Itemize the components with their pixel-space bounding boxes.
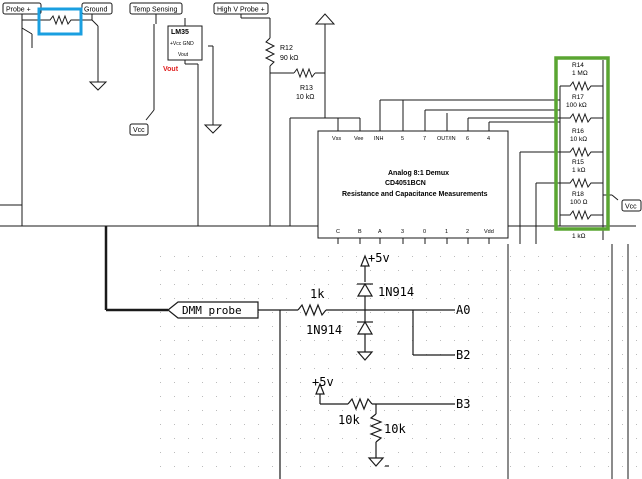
ground-symbol-1	[88, 81, 108, 91]
r13-value: 10 kΩ	[296, 94, 314, 101]
resistor-r13	[293, 67, 316, 79]
r18-name: R18	[572, 191, 584, 198]
r14-name: R14	[572, 62, 584, 69]
demux-part: CD4051BCN	[385, 180, 426, 187]
resistor-1k	[297, 303, 327, 317]
supply-arrow-top	[314, 13, 336, 25]
resistor-10k-bottom	[369, 413, 383, 443]
r18-value: 100 Ω	[570, 199, 588, 206]
demux-pin-7: 7	[423, 136, 426, 142]
dmm-probe-label: DMM probe	[182, 304, 242, 317]
resistor-r12	[264, 37, 276, 67]
probe-plus-label: Probe +	[6, 7, 31, 14]
r12-value: 90 kΩ	[280, 55, 298, 62]
r15-value: 1 kΩ	[572, 167, 586, 174]
ground-symbol-2	[203, 124, 223, 134]
lm35-vout-label: Vout	[163, 66, 179, 73]
r15-name: R15	[572, 159, 584, 166]
vcc-left-port[interactable]	[129, 123, 149, 136]
demux-pin-1: 1	[445, 229, 448, 235]
diode-bottom-label: 1N914	[306, 323, 342, 337]
demux-pin-6: 6	[466, 136, 469, 142]
diode-1n914-top	[356, 282, 374, 297]
bottom-schematic: DMM probe 1k A0 +5v 1N914 1N914 B2	[104, 226, 470, 479]
r-1k-label: 1k	[310, 287, 325, 301]
demux-pin-2: 2	[466, 229, 469, 235]
diode-1n914-bottom	[356, 320, 374, 335]
r-10k-top-label: 10k	[338, 413, 360, 427]
ladder-highlight-box	[554, 56, 610, 231]
r-10k-bottom-label: 10k	[384, 422, 406, 436]
lm35-name: LM35	[171, 29, 189, 36]
demux-pin-vdd: Vdd	[484, 229, 494, 235]
demux-pin-b: B	[358, 229, 362, 235]
r17-value: 100 kΩ	[566, 102, 587, 109]
demux-pin-inh: INH	[374, 136, 384, 142]
lm35-vout-pin: Vout	[178, 52, 189, 58]
diode-top-label: 1N914	[378, 285, 414, 299]
demux-title: Analog 8:1 Demux	[388, 170, 449, 177]
probe-highlight-box	[37, 7, 83, 36]
vcc-right-port[interactable]	[621, 199, 642, 212]
demux-pin-vss: Vss	[332, 136, 341, 142]
r16-value: 10 kΩ	[570, 136, 587, 143]
supply-5v-top-label: +5v	[368, 251, 390, 265]
probe-resistor	[42, 14, 80, 26]
net-a0-label: A0	[456, 303, 470, 317]
vcc-right-label: Vcc	[625, 204, 637, 211]
ground-label: Ground	[84, 7, 107, 14]
demux-pin-vee: Vee	[354, 136, 363, 142]
dotted-grid	[160, 256, 637, 467]
net-b2-label: B2	[456, 348, 470, 362]
high-v-probe-label: High V Probe +	[217, 7, 265, 14]
r17-name: R17	[572, 94, 584, 101]
demux-pin-4: 4	[487, 136, 490, 142]
demux-pin-5: 5	[401, 136, 404, 142]
net-b3-label: B3	[456, 397, 470, 411]
resistor-ladder	[560, 60, 619, 240]
r13-name: R13	[300, 85, 313, 92]
demux-description: Resistance and Capacitance Measurements	[342, 191, 488, 198]
demux-chip	[317, 130, 509, 239]
vcc-left-label: Vcc	[133, 127, 145, 134]
ground-symbol-bottom	[356, 351, 374, 361]
supply-5v-second-label: +5v	[312, 375, 334, 389]
resistor-10k-top	[347, 397, 373, 411]
ground-symbol-bottom-2	[367, 457, 385, 467]
demux-pin-0: 0	[423, 229, 426, 235]
r16-name: R16	[572, 128, 584, 135]
r14-value: 1 MΩ	[572, 70, 588, 77]
demux-pin-a: A	[378, 229, 382, 235]
r12-name: R12	[280, 45, 293, 52]
lm35-pins: +Vcc GND	[170, 41, 194, 47]
r-extra-value: 1 kΩ	[572, 233, 586, 240]
demux-pin-outin: OUT/IN	[437, 136, 456, 142]
temp-sensing-label: Temp Sensing	[133, 7, 177, 14]
demux-pin-3: 3	[401, 229, 404, 235]
demux-pin-c: C	[336, 229, 340, 235]
